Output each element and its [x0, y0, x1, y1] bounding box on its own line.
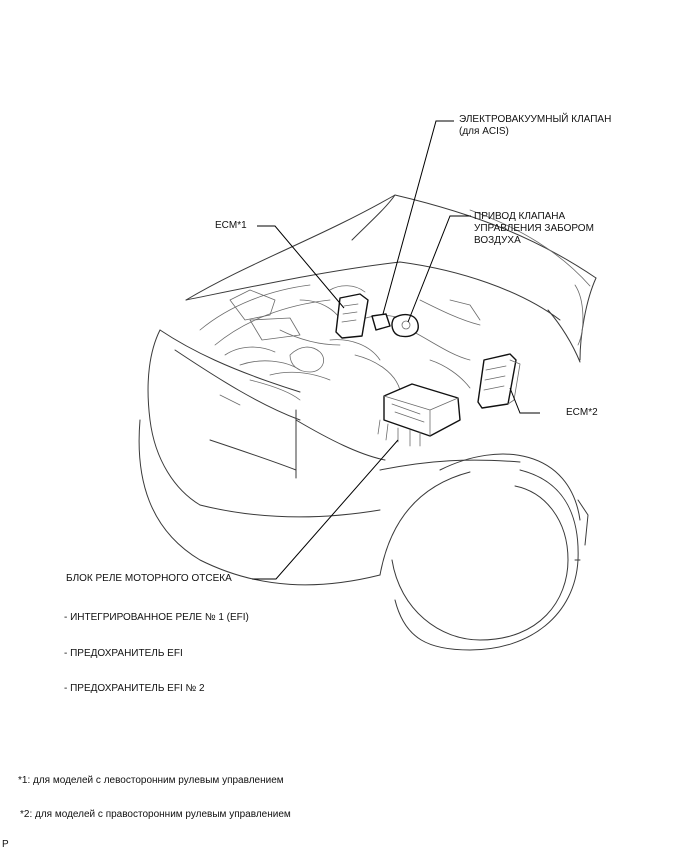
vsv-acis-label: ЭЛЕКТРОВАКУУМНЫЙ КЛАПАН (для ACIS)	[459, 114, 611, 138]
footnote-1: *1: для моделей с левосторонним рулевым …	[18, 775, 284, 786]
intake-actuator-label-line3: ВОЗДУХА	[474, 235, 521, 246]
corner-mark: P	[2, 839, 9, 850]
engine-room-relay-block	[377, 383, 461, 447]
intake-actuator-label: ПРИВОД КЛАПАНА УПРАВЛЕНИЯ ЗАБОРОМ ВОЗДУХ…	[474, 211, 594, 247]
relay-block-label: БЛОК РЕЛЕ МОТОРНОГО ОТСЕКА	[66, 573, 232, 584]
vsv-acis-label-line1: ЭЛЕКТРОВАКУУМНЫЙ КЛАПАН	[459, 114, 612, 125]
vsv-acis-label-line2: (для ACIS)	[459, 126, 509, 137]
ecm-2-unit	[477, 353, 521, 409]
ecm-1-unit	[335, 293, 369, 339]
relay-item-2: - ПРЕДОХРАНИТЕЛЬ EFI	[64, 648, 183, 659]
engine-sketch	[199, 284, 584, 406]
ecm-2-label: ECM*2	[566, 407, 598, 418]
intake-actuator-label-line1: ПРИВОД КЛАПАНА	[474, 211, 566, 222]
relay-item-1: - ИНТЕГРИРОВАННОЕ РЕЛЕ № 1 (EFI)	[64, 612, 249, 623]
vehicle-body-outline	[138, 194, 597, 651]
relay-item-3: - ПРЕДОХРАНИТЕЛЬ EFI № 2	[64, 683, 205, 694]
intake-actuator-label-line2: УПРАВЛЕНИЯ ЗАБОРОМ	[474, 223, 594, 234]
ecm-1-label: ECM*1	[215, 220, 247, 231]
intake-air-control-valve-actuator	[391, 313, 419, 338]
vsv-acis-unit	[371, 313, 391, 331]
leader-lines	[252, 120, 540, 580]
footnote-2: *2: для моделей с правосторонним рулевым…	[20, 809, 291, 820]
